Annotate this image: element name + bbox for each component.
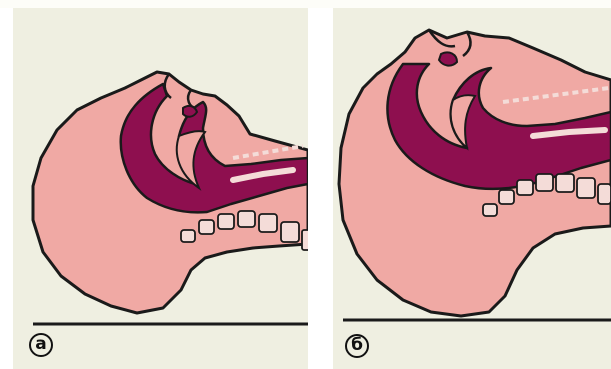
panel-a-drawing	[13, 8, 308, 369]
uvula	[439, 52, 457, 65]
panel-a-head-flat: а	[13, 8, 308, 369]
panel-b-label: б	[345, 334, 369, 358]
uvula	[183, 106, 197, 117]
panel-b-drawing	[333, 8, 611, 369]
top-band	[0, 0, 611, 8]
panel-a-label: а	[29, 333, 53, 357]
panel-b-head-tilted: б	[333, 8, 611, 369]
